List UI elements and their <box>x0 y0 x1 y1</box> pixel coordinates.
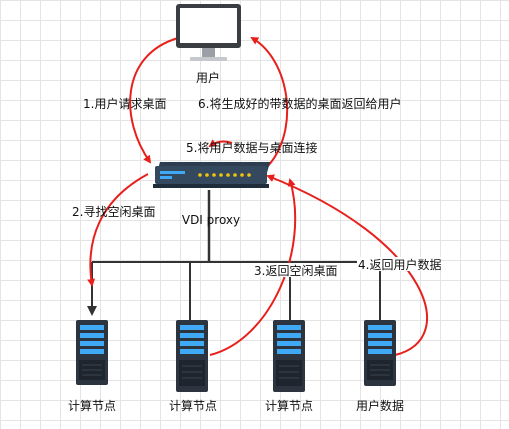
flow-arrows <box>87 36 428 356</box>
server-icon <box>76 320 108 385</box>
user-label: 用户 <box>196 70 220 85</box>
server-icon <box>273 320 305 392</box>
proxy-device-icon <box>153 162 270 188</box>
step1-label: 1.用户请求桌面 <box>83 96 166 111</box>
arrow-step4 <box>266 174 428 356</box>
compute-node-label: 计算节点 <box>169 398 217 413</box>
arrow-step6 <box>250 36 289 167</box>
arrow-step2 <box>87 173 149 287</box>
server-icon <box>176 320 208 392</box>
step3-label: 3.返回空闲桌面 <box>254 264 337 278</box>
user-data-label: 用户数据 <box>356 398 404 413</box>
proxy-label: VDI proxy <box>182 213 240 227</box>
step4-label: 4.返回用户数据 <box>358 257 441 272</box>
compute-node-label: 计算节点 <box>265 398 313 413</box>
compute-node-label: 计算节点 <box>68 398 116 413</box>
step5-label: 5.将用户数据与桌面连接 <box>186 140 317 155</box>
database-server-icon <box>364 320 396 386</box>
step2-label: 2.寻找空闲桌面 <box>72 205 155 219</box>
arrow-step5 <box>208 139 233 148</box>
arrow-step1 <box>129 37 179 164</box>
arrow-step3 <box>209 178 297 356</box>
monitor-icon <box>176 4 241 61</box>
step6-label: 6.将生成好的带数据的桌面返回给用户 <box>198 96 401 111</box>
